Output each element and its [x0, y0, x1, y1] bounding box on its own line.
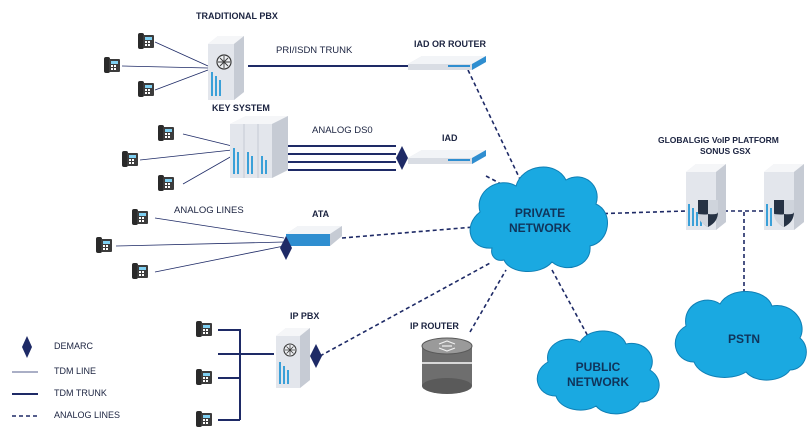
key-system-device — [230, 116, 288, 178]
key-system-label: KEY SYSTEM — [212, 103, 270, 113]
sonus-gsx-label: SONUS GSX — [700, 146, 751, 156]
pstn-label: PSTN — [727, 332, 760, 346]
ip-pbx-label: IP PBX — [290, 311, 320, 321]
public-network-label: PUBLIC NETWORK — [556, 360, 640, 390]
tdm-lines — [115, 41, 285, 273]
iad-or-router-device — [408, 56, 486, 70]
analog-lines-label: ANALOG LINES — [174, 205, 244, 216]
globalgig-server-1 — [686, 164, 726, 230]
legend-demarc-text: DEMARC — [54, 341, 94, 351]
pri-isdn-trunk-label: PRI/ISDN TRUNK — [276, 45, 353, 56]
public-network-line1: PUBLIC — [575, 360, 621, 374]
ip-router-device — [421, 337, 473, 394]
demarc-markers — [280, 146, 408, 368]
legend-demarc-icon — [22, 336, 32, 358]
public-network-cloud — [536, 330, 660, 415]
ip-pbx-device — [276, 328, 310, 388]
legend-analog-lines-text: ANALOG LINES — [54, 410, 121, 420]
public-network-line2: NETWORK — [567, 375, 629, 389]
ata-label: ATA — [312, 209, 330, 219]
phones-ata — [96, 209, 148, 279]
ata-device — [286, 226, 342, 246]
pstn-cloud — [674, 291, 807, 381]
iad-label: IAD — [442, 133, 458, 143]
analog-ds0-label: ANALOG DS0 — [312, 125, 373, 136]
private-network-line2: NETWORK — [509, 221, 571, 235]
globalgig-platform-label: GLOBALGIG VoIP PLATFORM — [658, 135, 779, 145]
private-network-line1: PRIVATE — [514, 206, 566, 220]
phones-key-system — [122, 125, 174, 191]
legend-tdm-line-text: TDM LINE — [54, 366, 97, 376]
legend-tdm-trunk-text: TDM TRUNK — [54, 388, 107, 398]
traditional-pbx-device — [208, 36, 244, 100]
iad-device — [408, 150, 486, 164]
ip-router-label: IP ROUTER — [410, 321, 459, 331]
private-network-cloud — [469, 166, 608, 272]
tdm-trunks — [218, 65, 408, 421]
globalgig-server-2 — [764, 164, 804, 230]
iad-or-router-label: IAD OR ROUTER — [414, 39, 486, 49]
phones-ip-pbx — [196, 321, 212, 427]
traditional-pbx-label: TRADITIONAL PBX — [196, 11, 278, 21]
legend-symbols — [12, 336, 38, 417]
private-network-label: PRIVATE NETWORK — [500, 206, 580, 236]
phones-traditional-pbx — [104, 33, 154, 97]
